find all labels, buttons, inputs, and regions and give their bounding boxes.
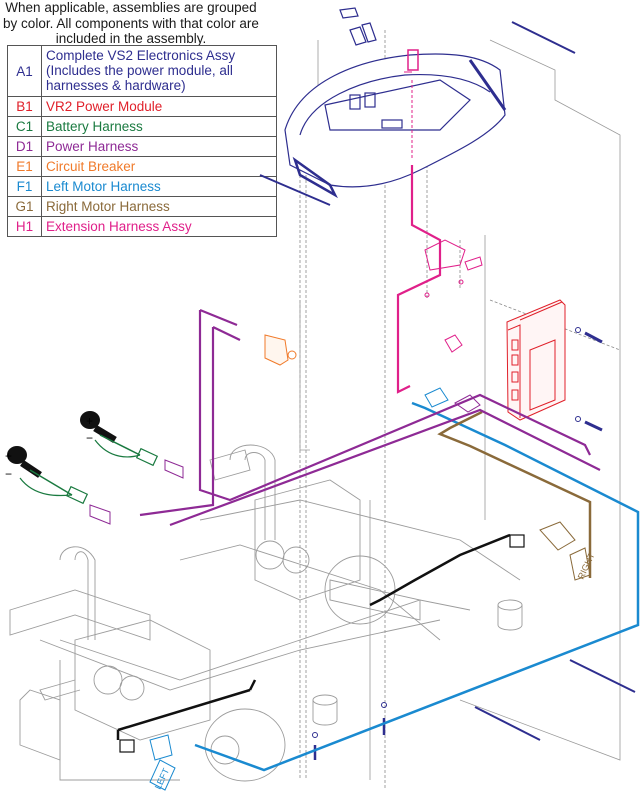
battery-negative-label: − xyxy=(5,467,12,481)
extension-harness xyxy=(396,49,483,394)
power-module xyxy=(506,299,566,421)
battery-harness xyxy=(7,411,159,505)
legend-description: Battery Harness xyxy=(41,116,277,137)
legend-description-line: Battery Harness xyxy=(46,119,143,134)
legend-description: Circuit Breaker xyxy=(41,156,277,177)
legend-description-line: Right Motor Harness xyxy=(46,199,170,214)
legend-description-line: Extension Harness Assy xyxy=(46,219,192,234)
legend-row-g1: G1 Right Motor Harness xyxy=(7,196,277,217)
right-motor-harness xyxy=(437,410,592,581)
legend-description-line: Left Motor Harness xyxy=(46,179,161,194)
legend-code: A1 xyxy=(7,45,42,97)
legend-description: Right Motor Harness xyxy=(41,196,277,217)
legend-description-line: VR2 Power Module xyxy=(46,99,163,114)
battery-positive-label: + xyxy=(5,449,12,463)
legend-code: G1 xyxy=(7,196,42,217)
assembly-color-note: When applicable, assemblies are grouped … xyxy=(3,0,259,46)
legend-description: Extension Harness Assy xyxy=(41,216,277,237)
right-connector-tag: RIGHT xyxy=(576,551,597,581)
legend-description-line: Power Harness xyxy=(46,139,139,154)
battery-positive-label: + xyxy=(86,414,93,428)
legend-description-line: (Includes the power module, all xyxy=(46,63,233,78)
mounting-hardware xyxy=(259,21,636,760)
legend-row-h1: H1 Extension Harness Assy xyxy=(7,216,277,237)
chair-base-frame xyxy=(9,444,523,782)
controller-housing xyxy=(284,7,507,199)
left-motor-harness xyxy=(149,387,640,791)
legend-code: D1 xyxy=(7,136,42,157)
circuit-breaker xyxy=(264,334,297,366)
battery-negative-label: − xyxy=(86,431,93,445)
legend-description-line: harnesses & hardware) xyxy=(46,78,186,93)
legend-description-line: Complete VS2 Electronics Assy xyxy=(46,48,236,63)
brake-wires xyxy=(116,533,525,753)
legend-description: Complete VS2 Electronics Assy(Includes t… xyxy=(41,45,277,97)
power-harness xyxy=(89,308,601,527)
legend-description-line: Circuit Breaker xyxy=(46,159,136,174)
legend-code: H1 xyxy=(7,216,42,237)
